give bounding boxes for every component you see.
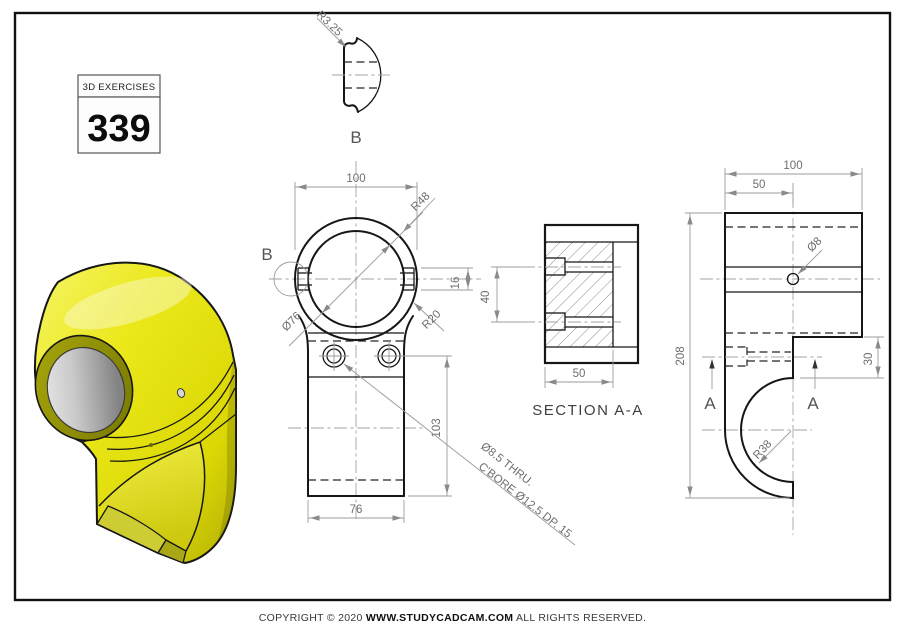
cut-label-left: A bbox=[704, 394, 716, 413]
dim-76: 76 bbox=[350, 504, 363, 516]
badge-number-box bbox=[77, 96, 161, 154]
dim-30: 30 bbox=[863, 353, 875, 366]
body-left-edge bbox=[298, 315, 309, 497]
dim-100-side: 100 bbox=[783, 160, 802, 172]
outer-ring bbox=[294, 217, 418, 341]
counterbore-hole-right bbox=[374, 341, 404, 371]
body-right-edge bbox=[403, 315, 414, 497]
dim-50-side: 50 bbox=[753, 179, 766, 191]
dim-40: 40 bbox=[480, 291, 492, 304]
dowel-hole bbox=[786, 272, 800, 286]
groove-line bbox=[106, 374, 235, 450]
detail-circle-b bbox=[273, 261, 309, 297]
copyright-site: WWW.STUDYCADCAM.COM bbox=[365, 612, 514, 624]
counterbore-hole-left bbox=[319, 341, 349, 371]
hook-edge bbox=[98, 441, 201, 507]
hook-edge bbox=[199, 413, 237, 443]
section-view: 40 50 SECTION A-A bbox=[480, 223, 644, 419]
hook-tip-face bbox=[157, 539, 187, 564]
section-cut-line: A A bbox=[702, 356, 822, 413]
exercise-badge: 3D EXERCISES 339 bbox=[77, 74, 161, 154]
dim-100: 100 bbox=[346, 173, 365, 185]
side-outline bbox=[724, 212, 863, 500]
copyright-rights: ALL RIGHTS RESERVED. bbox=[515, 612, 647, 624]
side-hole bbox=[176, 388, 186, 398]
hidden-counterbore bbox=[725, 346, 791, 367]
dim-208: 208 bbox=[675, 346, 687, 365]
side-hole-small bbox=[149, 443, 153, 447]
iso-view-3d bbox=[33, 261, 237, 565]
series-label: 3D EXERCISES bbox=[83, 82, 156, 93]
hook-edge bbox=[185, 441, 206, 552]
bore-surface bbox=[46, 346, 126, 434]
section-outline bbox=[543, 223, 640, 365]
detail-label-b: B bbox=[350, 128, 361, 147]
dim-16: 16 bbox=[450, 277, 462, 290]
view-marker-b: B bbox=[261, 245, 272, 264]
dim-50: 50 bbox=[573, 368, 586, 380]
copyright-text: COPYRIGHT © 2020 bbox=[258, 612, 363, 624]
detail-edge bbox=[343, 100, 359, 113]
cut-label-right: A bbox=[807, 394, 819, 413]
section-title: SECTION A-A bbox=[532, 402, 644, 419]
hook-inner-surface bbox=[99, 442, 205, 551]
highlight bbox=[64, 276, 192, 330]
exercise-number: 339 bbox=[87, 108, 150, 150]
groove-line bbox=[109, 387, 236, 462]
copyright-bar: COPYRIGHT © 2020 WWW.STUDYCADCAM.COM ALL… bbox=[0, 612, 905, 624]
part-shading bbox=[217, 355, 236, 543]
dim-103: 103 bbox=[431, 418, 443, 437]
